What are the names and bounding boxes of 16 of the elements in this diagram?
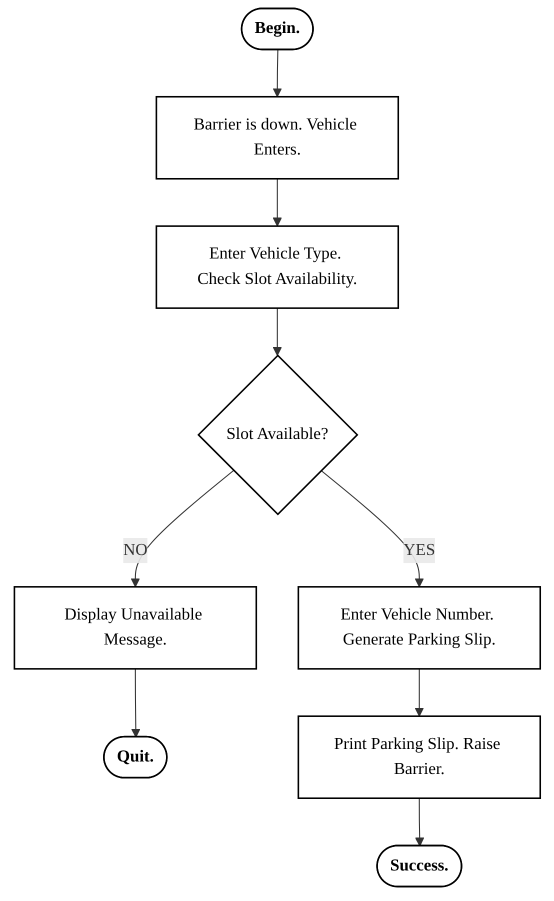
node-box	[155, 96, 399, 180]
arrow	[130, 470, 234, 588]
flowchart: NO YES Begin. Barrier is down. Vehicle Enters. Enter Vehicle Type. Check Slot Availability. Slot Available? Display Unavailable Message. Quit. Enter Vehicle Number. Generate Parking Slip. Print Parking Slip. Raise Barrier. Success.	[6, 0, 548, 895]
node-box	[297, 715, 541, 799]
node-diamond	[197, 354, 358, 516]
arrow	[272, 50, 282, 98]
arrow	[130, 668, 140, 738]
arrow	[414, 668, 424, 717]
edge-label: NO	[122, 541, 148, 559]
node-box	[13, 586, 257, 670]
node-box	[297, 586, 541, 670]
node-box	[155, 225, 399, 309]
arrow	[272, 308, 282, 356]
arrow	[414, 798, 424, 846]
edge-label: YES	[403, 541, 435, 559]
arrow	[272, 178, 282, 227]
